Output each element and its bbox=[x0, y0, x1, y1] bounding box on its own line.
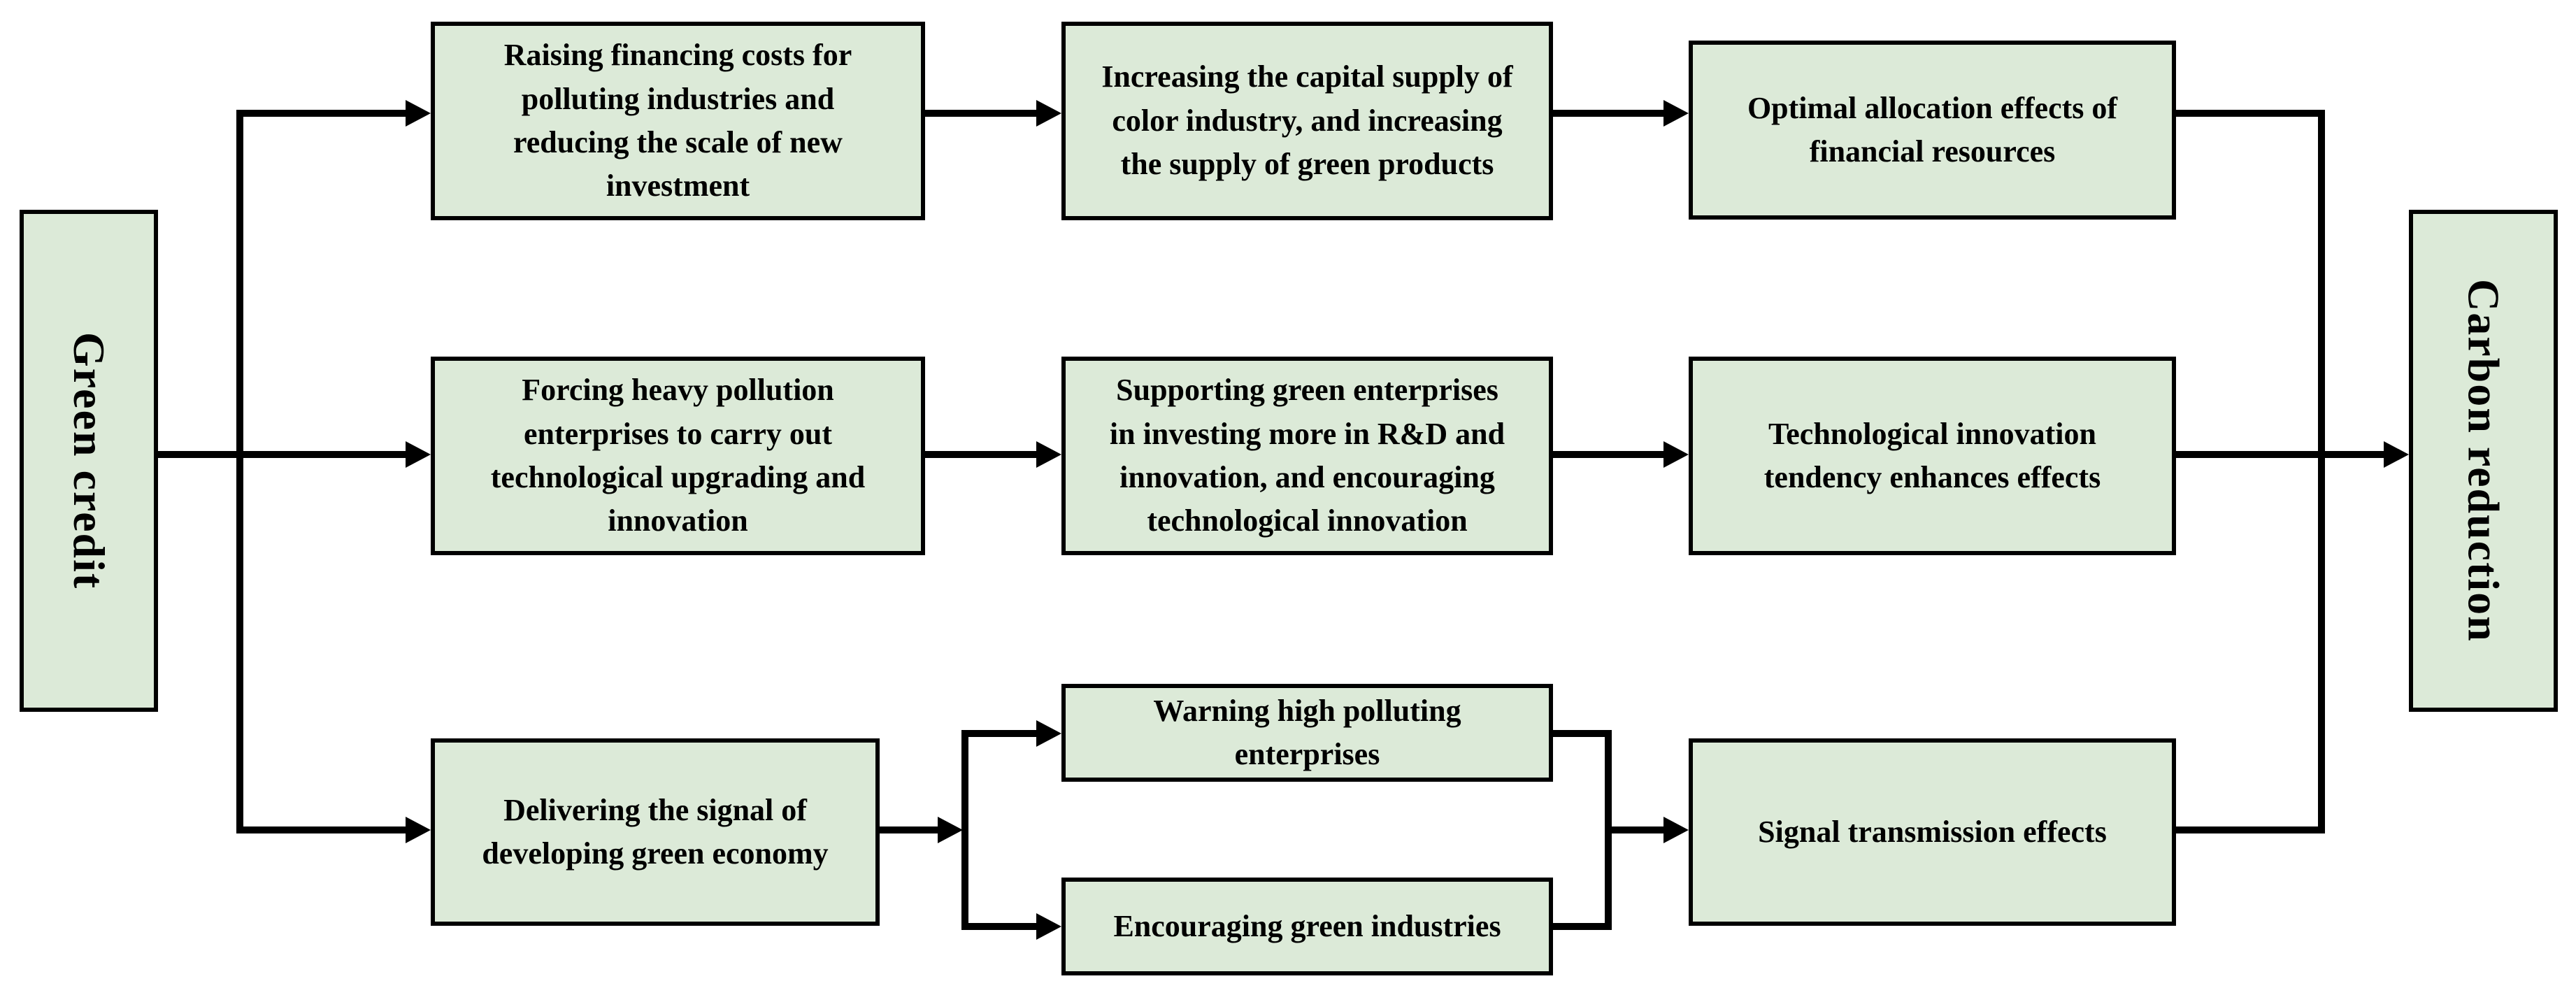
node-delivering-signal: Delivering the signal of developing gree… bbox=[431, 738, 880, 926]
node-green-credit: Green credit bbox=[20, 210, 158, 712]
arrowhead-into-encouraging-green-industries bbox=[1036, 913, 1061, 940]
arrowhead-into-warning-high-polluting bbox=[1036, 720, 1061, 747]
connector-branch-row1 bbox=[236, 110, 407, 117]
node-encouraging-green-industries-label: Encouraging green industries bbox=[1113, 908, 1501, 943]
connector-fork-vertical bbox=[961, 730, 968, 930]
connector-source-trunk bbox=[158, 451, 407, 458]
node-raising-financing-costs-label: Raising financing costs for polluting in… bbox=[503, 38, 852, 203]
node-forcing-heavy-pollution-label: Forcing heavy pollution enterprises to c… bbox=[490, 373, 866, 538]
node-signal-transmission-effects: Signal transmission effects bbox=[1689, 738, 2176, 926]
connector-merge-to-signal bbox=[1608, 826, 1665, 833]
arrowhead-into-carbon-reduction bbox=[2384, 441, 2409, 468]
arrowhead-into-technological-innovation bbox=[1663, 441, 1689, 468]
node-increasing-capital-supply: Increasing the capital supply of color i… bbox=[1061, 22, 1553, 220]
node-supporting-green-enterprises: Supporting green enterprises in investin… bbox=[1061, 357, 1553, 555]
arrowhead-into-increasing-capital-supply bbox=[1036, 100, 1061, 127]
connector-fork-bottom bbox=[961, 923, 1038, 930]
node-carbon-reduction: Carbon reduction bbox=[2409, 210, 2558, 712]
connector-delivering-to-fork bbox=[880, 826, 939, 833]
connector-row2-step2-effect bbox=[1553, 451, 1667, 458]
connector-row1-step2-effect bbox=[1553, 110, 1667, 117]
connector-warning-to-merge bbox=[1553, 730, 1612, 737]
node-technological-innovation-tendency-label: Technological innovation tendency enhanc… bbox=[1763, 416, 2101, 494]
node-signal-transmission-effects-label: Signal transmission effects bbox=[1758, 814, 2107, 849]
connector-encouraging-to-merge bbox=[1553, 923, 1612, 930]
connector-source-branch-vertical bbox=[236, 110, 243, 833]
node-increasing-capital-supply-label: Increasing the capital supply of color i… bbox=[1101, 59, 1513, 182]
arrowhead-into-forcing-heavy-pollution bbox=[406, 441, 431, 468]
arrowhead-into-fork bbox=[938, 817, 963, 843]
connector-collector-vertical bbox=[2318, 110, 2325, 833]
node-encouraging-green-industries: Encouraging green industries bbox=[1061, 878, 1553, 975]
node-technological-innovation-tendency: Technological innovation tendency enhanc… bbox=[1689, 357, 2176, 555]
arrowhead-into-raising-financing bbox=[406, 100, 431, 127]
connector-row3-effect-exit bbox=[2176, 826, 2325, 833]
node-warning-high-polluting-label: Warning high polluting enterprises bbox=[1153, 693, 1461, 771]
connector-row2-step1-step2 bbox=[925, 451, 1038, 458]
arrowhead-into-supporting-green-enterprises bbox=[1036, 441, 1061, 468]
connector-row2-effect-exit bbox=[2176, 451, 2385, 458]
arrowhead-into-optimal-allocation bbox=[1663, 100, 1689, 127]
connector-row1-step1-step2 bbox=[925, 110, 1038, 117]
node-optimal-allocation-effects-label: Optimal allocation effects of financial … bbox=[1747, 90, 2118, 169]
node-warning-high-polluting: Warning high polluting enterprises bbox=[1061, 684, 1553, 782]
connector-branch-row3 bbox=[236, 826, 407, 833]
node-carbon-reduction-label: Carbon reduction bbox=[2459, 279, 2509, 643]
connector-fork-top bbox=[961, 730, 1038, 737]
arrowhead-into-signal-transmission bbox=[1663, 817, 1689, 843]
node-forcing-heavy-pollution: Forcing heavy pollution enterprises to c… bbox=[431, 357, 925, 555]
node-green-credit-label: Green credit bbox=[64, 331, 114, 590]
node-raising-financing-costs: Raising financing costs for polluting in… bbox=[431, 22, 925, 220]
connector-row1-effect-exit bbox=[2176, 110, 2325, 117]
node-optimal-allocation-effects: Optimal allocation effects of financial … bbox=[1689, 41, 2176, 220]
node-supporting-green-enterprises-label: Supporting green enterprises in investin… bbox=[1109, 373, 1505, 538]
node-delivering-signal-label: Delivering the signal of developing gree… bbox=[482, 792, 829, 871]
arrowhead-into-delivering-signal bbox=[406, 817, 431, 843]
